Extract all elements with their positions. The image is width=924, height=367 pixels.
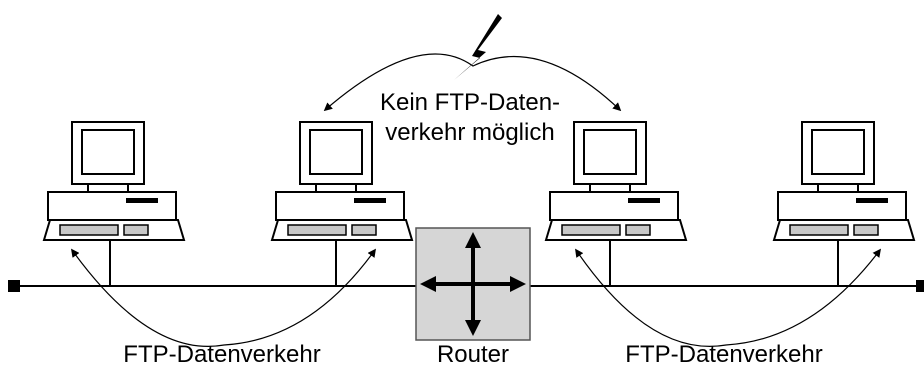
lightning-bolt-icon: [454, 14, 502, 80]
ftp-traffic-arc-left: [71, 248, 376, 347]
router-label: Router: [437, 341, 509, 367]
blocked-traffic-arc: [323, 53, 622, 112]
ftp-traffic-arc-right: [575, 248, 882, 347]
computer-icon: [545, 121, 687, 241]
router-icon: [415, 227, 531, 341]
blocked-label-line2: verkehr möglich: [385, 119, 554, 146]
right-traffic-label: FTP-Datenverkehr: [625, 341, 822, 367]
bus-terminator-right: [916, 280, 924, 292]
computer-icon: [773, 121, 915, 241]
computer-icon: [43, 121, 185, 241]
blocked-label-line1: Kein FTP-Daten-: [380, 89, 560, 116]
bus-terminator-left: [8, 280, 20, 292]
left-traffic-label: FTP-Datenverkehr: [123, 341, 320, 367]
